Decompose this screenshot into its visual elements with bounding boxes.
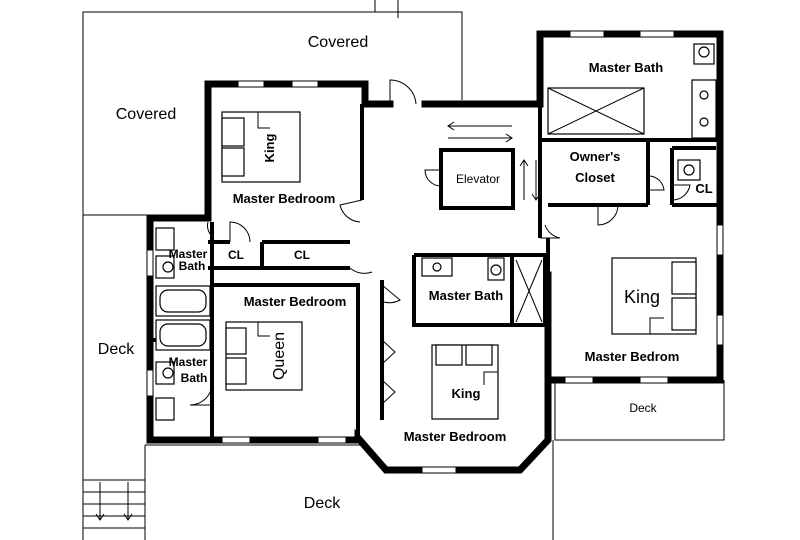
owners-closet-label-2: Closet bbox=[575, 170, 615, 185]
bed-queen-label: Queen bbox=[271, 332, 288, 380]
bed-king-bottom bbox=[431, 344, 499, 420]
bed-king-top-label: King bbox=[262, 134, 277, 163]
bed-king-right bbox=[611, 257, 697, 335]
master-bath-left2-label-2: Bath bbox=[181, 371, 208, 385]
master-bath-top-label: Master Bath bbox=[589, 60, 663, 75]
cl-left2-label: CL bbox=[294, 248, 310, 262]
deck-left-label: Deck bbox=[98, 341, 135, 358]
door-swings bbox=[189, 79, 691, 406]
center-bath-fixtures bbox=[421, 257, 543, 323]
bed-queen bbox=[225, 321, 303, 391]
deck-bottom-label: Deck bbox=[304, 495, 341, 512]
arrows bbox=[447, 121, 541, 201]
master-bath-center-label: Master Bath bbox=[429, 288, 503, 303]
deck-left-outline bbox=[82, 215, 360, 540]
covered-area-outline bbox=[82, 0, 463, 216]
master-bedroom-top-label: Master Bedroom bbox=[233, 191, 336, 206]
master-bath-top-fixtures bbox=[547, 43, 717, 181]
interior-walls bbox=[150, 104, 720, 440]
master-bath-left1-label-2: Bath bbox=[179, 259, 206, 273]
left-bath-fixtures bbox=[155, 227, 211, 421]
stairs bbox=[83, 482, 145, 529]
cl-right-label: CL bbox=[695, 181, 712, 196]
master-bedroom-right-label: Master Bedrom bbox=[585, 349, 680, 364]
deck-right-outline bbox=[554, 380, 725, 441]
bed-king-top bbox=[221, 111, 301, 183]
windows bbox=[146, 30, 724, 474]
covered-top-label: Covered bbox=[308, 34, 368, 51]
bed-king-right-label: King bbox=[624, 287, 660, 307]
covered-left-label: Covered bbox=[116, 106, 176, 123]
master-bath-left1-label-1: Master bbox=[169, 247, 208, 261]
owners-closet-label-1: Owner's bbox=[570, 149, 621, 164]
master-bath-left2-label-1: Master bbox=[169, 355, 208, 369]
bed-king-bottom-label: King bbox=[452, 386, 481, 401]
master-bedroom-bottom-label: Master Bedroom bbox=[404, 429, 507, 444]
cl-left1-label: CL bbox=[228, 248, 244, 262]
elevator-label: Elevator bbox=[456, 172, 500, 186]
master-bedroom-left-label: Master Bedroom bbox=[244, 294, 347, 309]
deck-right-label: Deck bbox=[629, 401, 657, 415]
